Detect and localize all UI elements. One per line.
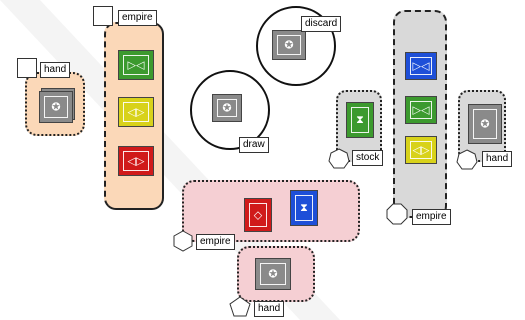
empire-card-blue[interactable]: ⧗ (290, 190, 318, 226)
hand-card-back[interactable]: ✪ (468, 104, 502, 144)
hand-label: hand (482, 151, 513, 167)
left-empire-zone[interactable]: ▷◁ ◁▷ ◁▷ (104, 22, 164, 210)
hexagon-icon (173, 230, 193, 252)
card-back-emblem-icon: ✪ (268, 267, 278, 281)
empire-card-yellow[interactable]: ◁▷ (405, 136, 437, 164)
bowtie-icon: ▷◁ (127, 58, 145, 72)
hand-card-back[interactable]: ✪ (39, 91, 73, 123)
octagon-icon (386, 203, 408, 225)
diamond-icon: ◁▷ (127, 154, 145, 168)
hand-card-back[interactable]: ✪ (255, 258, 291, 290)
empire-card-red[interactable]: ◁▷ (118, 146, 154, 176)
card-back-emblem-icon: ✪ (222, 101, 232, 115)
discard-card[interactable]: ✪ (272, 30, 306, 60)
diamond-icon: ◁▷ (127, 105, 145, 119)
player-square-icon (17, 58, 37, 78)
player-square-icon (93, 6, 113, 26)
stock-label: stock (352, 150, 384, 166)
discard-label: discard (301, 16, 342, 32)
empire-card-green[interactable]: ▷◁ (118, 50, 154, 80)
empire-card-yellow[interactable]: ◁▷ (118, 97, 154, 127)
discard-pile[interactable]: ✪ (256, 6, 336, 86)
card-back-emblem-icon: ✪ (51, 100, 61, 114)
pentagon-icon (229, 296, 251, 317)
empire-card-red[interactable]: ◇ (244, 198, 272, 232)
draw-card[interactable]: ✪ (212, 94, 242, 122)
bottom-hand-zone[interactable]: ✪ (237, 246, 315, 302)
hourglass-icon: ⧗ (356, 113, 364, 126)
empire-label: empire (196, 234, 235, 250)
diamond-icon: ◁▷ (412, 143, 430, 157)
draw-label: draw (239, 137, 269, 153)
bowtie-icon: ▷◁ (412, 59, 430, 73)
stock-card-green[interactable]: ⧗ (346, 102, 374, 138)
empire-card-blue[interactable]: ▷◁ (405, 52, 437, 80)
empire-label: empire (118, 10, 157, 26)
left-hand-zone[interactable]: ✪ ✪ (25, 72, 85, 136)
hand-label: hand (40, 62, 71, 78)
heptagon-icon (328, 148, 350, 169)
draw-pile[interactable]: ✪ (190, 70, 270, 150)
empire-label: empire (412, 209, 451, 225)
empire-card-green[interactable]: ▷◁ (405, 96, 437, 124)
card-back-emblem-icon: ✪ (284, 38, 294, 52)
card-back-emblem-icon: ✪ (480, 117, 490, 131)
bottom-empire-zone[interactable]: ◇ ⧗ (182, 180, 360, 242)
hand-label: hand (254, 301, 285, 317)
hourglass-icon: ◇ (253, 208, 263, 222)
heptagon-icon (456, 149, 478, 170)
bowtie-icon: ▷◁ (412, 103, 430, 117)
right-empire-zone[interactable]: ▷◁ ▷◁ ◁▷ (393, 10, 447, 218)
hourglass-icon: ⧗ (300, 201, 308, 214)
